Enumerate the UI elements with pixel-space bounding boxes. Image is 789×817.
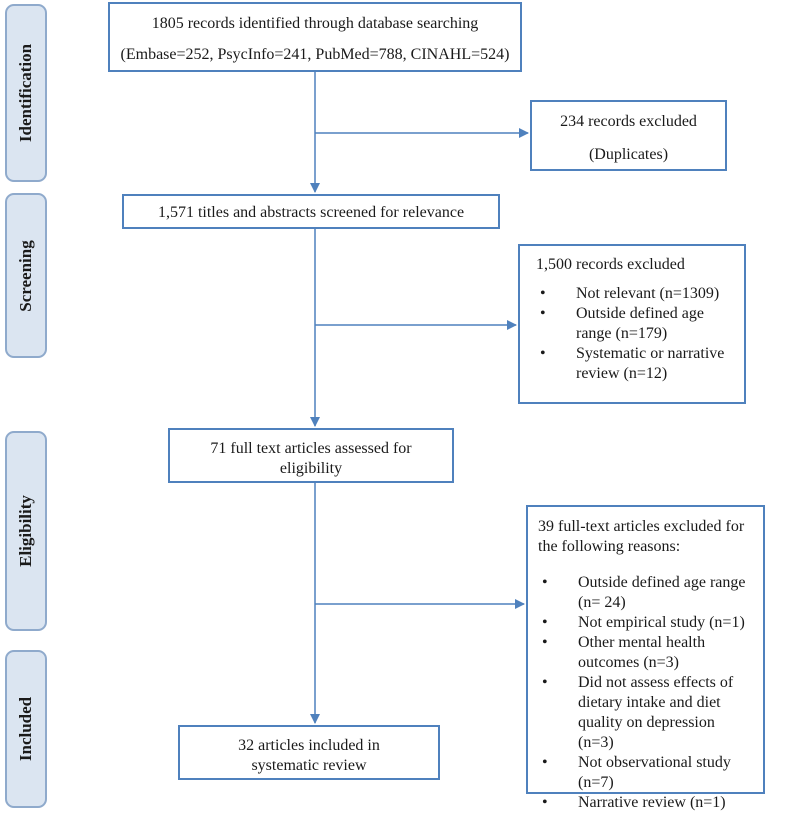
included-box: 32 articles included in systematic revie… [178, 725, 440, 780]
eligibility-assessed-box: 71 full text articles assessed for eligi… [168, 428, 454, 483]
duplicates-excluded-reason: (Duplicates) [588, 146, 669, 163]
list-item: Did not assess effects of dietary intake… [542, 673, 753, 753]
screening-excluded-heading: 1,500 records excluded [536, 256, 685, 273]
fulltext-excluded-heading: 39 full-text articles excluded for the f… [538, 518, 745, 555]
list-item: Not relevant (n=1309) [540, 284, 736, 304]
records-identified-box: 1805 records identified through database… [108, 2, 522, 72]
screening-excluded-list: Not relevant (n=1309) Outside defined ag… [536, 284, 736, 384]
records-identified-breakdown: (Embase=252, PsycInfo=241, PubMed=788, C… [120, 46, 510, 63]
fulltext-excluded-box: 39 full-text articles excluded for the f… [526, 505, 765, 813]
stage-eligibility: Eligibility [5, 431, 47, 631]
eligibility-assessed-text: 71 full text articles assessed for eligi… [210, 440, 412, 477]
list-item: Outside defined age range (n= 24) [542, 573, 753, 613]
stage-included: Included [5, 650, 47, 808]
fulltext-excluded-list: Outside defined age range (n= 24) Not em… [538, 573, 753, 813]
duplicates-excluded-count: 234 records excluded [560, 113, 697, 130]
screened-box: 1,571 titles and abstracts screened for … [122, 194, 500, 229]
list-item: Not empirical study (n=1) [542, 613, 753, 633]
screened-text: 1,571 titles and abstracts screened for … [157, 204, 465, 221]
duplicates-excluded-box: 234 records excluded (Duplicates) [530, 100, 727, 171]
list-item: Not observational study (n=7) [542, 753, 753, 793]
list-item: Outside defined age range (n=179) [540, 304, 736, 344]
included-text: 32 articles included in systematic revie… [238, 737, 380, 774]
stage-identification: Identification [5, 4, 47, 182]
stage-screening: Screening [5, 193, 47, 358]
list-item: Narrative review (n=1) [542, 793, 753, 813]
screening-excluded-box: 1,500 records excluded Not relevant (n=1… [518, 244, 746, 404]
list-item: Other mental health outcomes (n=3) [542, 633, 753, 673]
records-identified-text: 1805 records identified through database… [151, 15, 479, 32]
list-item: Systematic or narrative review (n=12) [540, 344, 736, 384]
